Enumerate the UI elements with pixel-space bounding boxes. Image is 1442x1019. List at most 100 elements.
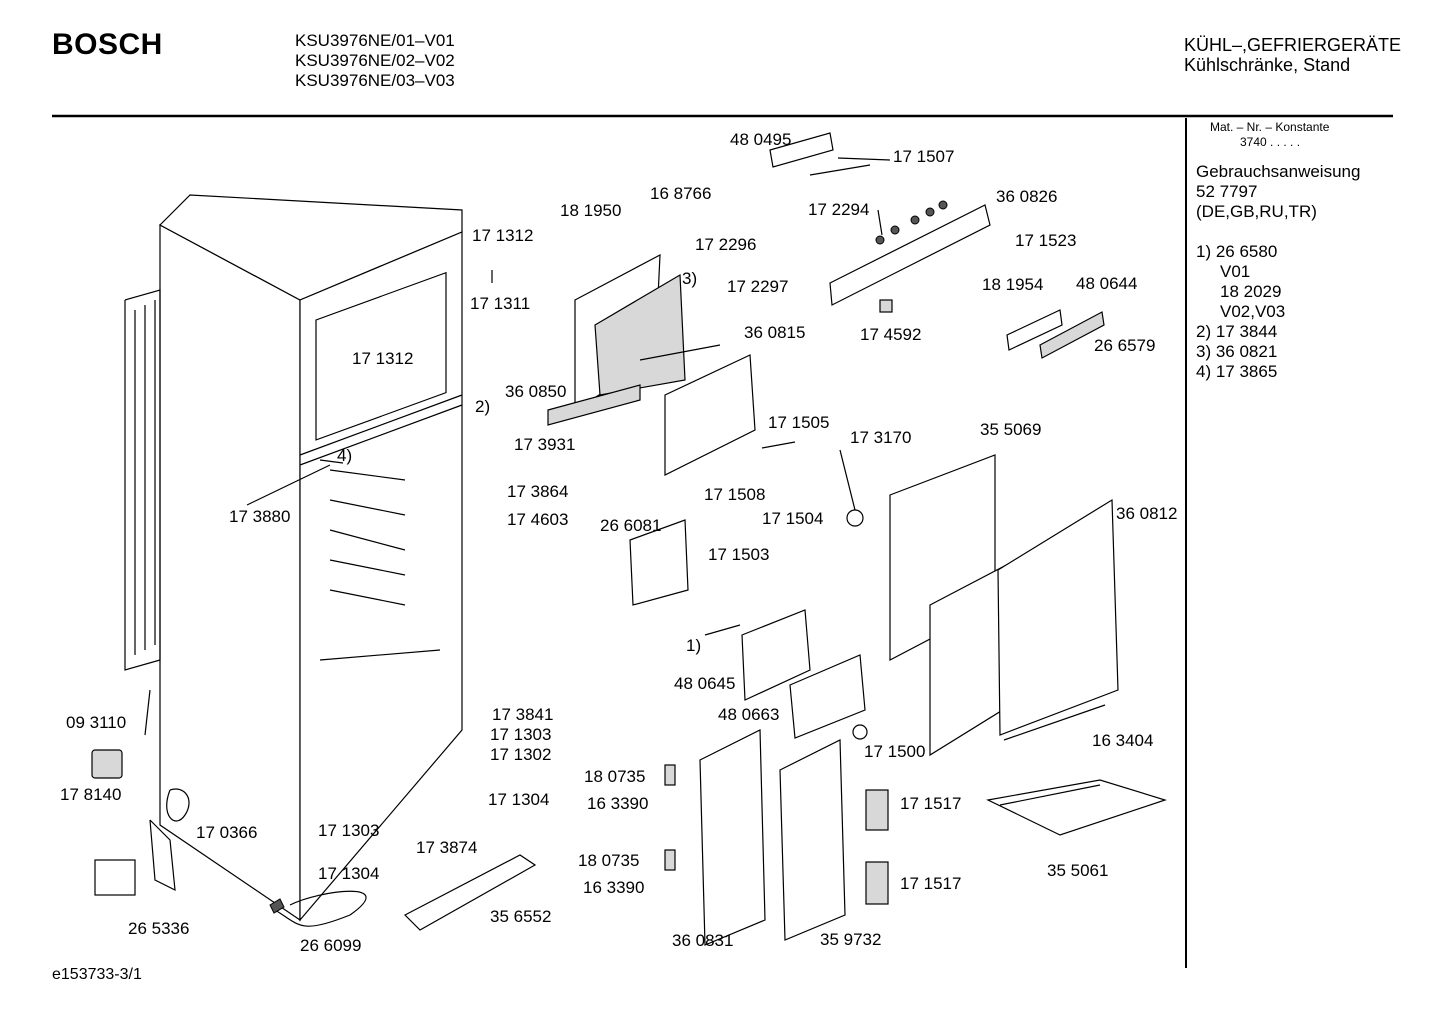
control-panel — [829, 204, 991, 306]
part-label: 36 0815 — [744, 323, 806, 342]
part-label: 17 1517 — [900, 874, 962, 893]
part-label: 17 3880 — [229, 507, 291, 526]
part-label: 17 1508 — [704, 485, 766, 504]
door-panel-360831 — [699, 729, 766, 946]
plug — [269, 898, 285, 914]
part-label: 18 0735 — [578, 851, 640, 870]
condenser-coil — [124, 289, 161, 671]
relay-part — [91, 749, 123, 779]
part-label: 17 1517 — [900, 794, 962, 813]
part-label: 48 0495 — [730, 130, 792, 149]
category: KÜHL–,GEFRIERGERÄTE Kühlschränke, Stand — [1184, 35, 1401, 75]
part-label: 3) — [682, 269, 698, 288]
brand-logo: BOSCH — [52, 28, 163, 61]
door-360812 — [997, 498, 1119, 736]
note-line: V01 — [1220, 262, 1251, 281]
part-label: 26 6579 — [1094, 336, 1156, 355]
part-label: 09 3110 — [66, 713, 127, 732]
part-label: 36 0850 — [505, 382, 567, 401]
tray-355061 — [986, 779, 1167, 836]
manual-title: Gebrauchsanweisung — [1196, 162, 1361, 181]
part-label: 17 3841 — [492, 705, 554, 724]
note-line: 2) 17 3844 — [1196, 322, 1278, 341]
part-label: 17 2294 — [808, 200, 870, 219]
part-label: 36 0831 — [672, 931, 734, 950]
clip-171517-a — [865, 789, 889, 831]
part-label: 17 1303 — [318, 821, 380, 840]
part-label: 18 1950 — [560, 201, 622, 220]
power-cord — [274, 890, 367, 927]
part-label: 17 1505 — [768, 413, 830, 432]
part-label: 16 8766 — [650, 184, 712, 203]
part-label: 26 6081 — [600, 516, 662, 535]
category-line-2: Kühlschränke, Stand — [1184, 55, 1351, 75]
fan-blade — [166, 788, 190, 822]
housing-480663 — [789, 654, 866, 739]
part-label: 36 0826 — [996, 187, 1058, 206]
part-label: 26 5336 — [128, 919, 190, 938]
part-label: 4) — [337, 446, 353, 465]
part-label: 17 3874 — [416, 838, 478, 857]
leader-lines — [246, 157, 1106, 741]
part-label: 17 3864 — [507, 482, 569, 501]
door-panel-359732 — [779, 739, 846, 941]
panel-strip — [1039, 311, 1105, 359]
note-line: V02,V03 — [1220, 302, 1286, 321]
bracket-part — [149, 819, 176, 892]
bracket-266081 — [629, 519, 689, 606]
model-line: KSU3976NE/03–V03 — [295, 71, 455, 90]
part-label: 17 2296 — [695, 235, 757, 254]
housing-480645 — [741, 609, 811, 701]
part-label: 35 6552 — [490, 907, 552, 926]
part-label: 17 1312 — [472, 226, 534, 245]
model-list: KSU3976NE/01–V01 KSU3976NE/02–V02 KSU397… — [295, 31, 455, 91]
part-180735-a — [664, 764, 676, 786]
evaporator-cover — [664, 354, 756, 476]
panel-insert — [1006, 309, 1063, 351]
category-line-1: KÜHL–,GEFRIERGERÄTE — [1184, 35, 1402, 55]
part-label: 16 3390 — [583, 878, 645, 897]
part-label: 48 0644 — [1076, 274, 1138, 293]
part-label: 35 5069 — [980, 420, 1042, 439]
manual-languages: (DE,GB,RU,TR) — [1196, 202, 1317, 221]
part-label: 26 6099 — [300, 936, 362, 955]
part-label: 17 1504 — [762, 509, 824, 528]
part-label: 17 1500 — [864, 742, 926, 761]
part-label: 1) — [686, 636, 702, 655]
manual-number: 52 7797 — [1196, 182, 1258, 201]
fridge-shelves — [319, 469, 441, 661]
part-label: 18 1954 — [982, 275, 1044, 294]
clip-171517-b — [865, 861, 889, 905]
part-label: 36 0812 — [1116, 504, 1178, 523]
model-line: KSU3976NE/02–V02 — [295, 51, 455, 70]
shelf-356552 — [403, 854, 537, 931]
cabinet-body — [159, 194, 463, 922]
part-label: 2) — [475, 397, 491, 416]
part-label: 48 0645 — [674, 674, 736, 693]
part-label: 17 1303 — [490, 725, 552, 744]
part-label: 48 0663 — [718, 705, 780, 724]
note-line: 18 2029 — [1220, 282, 1282, 301]
knob-171500 — [852, 724, 868, 740]
part-label: 17 4603 — [507, 510, 569, 529]
part-label: 17 1312 — [352, 349, 414, 368]
lamp-housing — [769, 132, 834, 168]
model-line: KSU3976NE/01–V01 — [295, 31, 455, 50]
capacitor-wire — [144, 689, 151, 736]
part-label: 17 1311 — [470, 294, 531, 313]
part-label: 17 1507 — [893, 147, 955, 166]
part-label: 16 3390 — [587, 794, 649, 813]
part-label: 17 1523 — [1015, 231, 1077, 250]
part-label: 17 0366 — [196, 823, 258, 842]
part-label: 17 3170 — [850, 428, 912, 447]
part-label: 17 4592 — [860, 325, 922, 344]
manual-block: Gebrauchsanweisung 52 7797 (DE,GB,RU,TR) — [1196, 162, 1360, 222]
mat-nr-value: 3740 . . . . . — [1240, 135, 1301, 149]
part-label: 17 1503 — [708, 545, 770, 564]
part-label: 17 1302 — [490, 745, 552, 764]
knob-part — [846, 509, 864, 527]
part-label: 17 8140 — [60, 785, 122, 804]
part-label: 17 1304 — [318, 864, 380, 883]
part-label: 17 1304 — [488, 790, 550, 809]
